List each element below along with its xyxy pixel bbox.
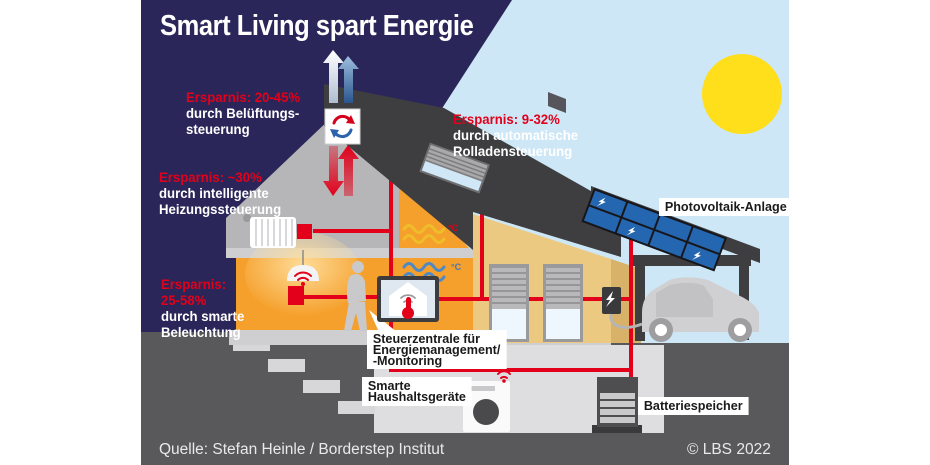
annotation-ventilation: Ersparnis: 20-45% durch Belüftungs- steu… — [186, 89, 301, 137]
thermostat-knob — [243, 214, 251, 222]
radiator — [243, 214, 296, 248]
warm-temp-unit: °C — [448, 223, 459, 233]
infographic-poster: Smart Living spart Energie Ersparnis: 20… — [141, 0, 789, 465]
annotation-lighting: Ersparnis: 25-58% durch smarte Beleuchtu… — [161, 276, 245, 340]
person-silhouette — [344, 261, 367, 331]
hand-cursor-icon — [402, 297, 414, 319]
lightning-bolt-icon — [606, 291, 615, 307]
ventilation-unit — [324, 108, 361, 145]
electric-car — [642, 277, 759, 342]
label-battery-storage: Batteriespeicher — [638, 397, 749, 415]
sun — [702, 54, 782, 134]
lightning-bolt-icon — [596, 197, 702, 260]
annotation-heating: Ersparnis: ~30% durch intelligente Heizu… — [159, 169, 282, 217]
skylight-roller-shutter — [419, 142, 491, 194]
label-photovoltaics: Photovoltaik-Anlage — [659, 198, 789, 216]
air-flow-arrows — [323, 50, 359, 196]
wifi-icon — [294, 271, 312, 281]
annotation-ventilation-value: Ersparnis: 20-45% — [186, 89, 301, 105]
wifi-icon — [497, 370, 511, 379]
source-credit: Quelle: Stefan Heinle / Borderstep Insti… — [159, 441, 445, 458]
window-right — [543, 264, 583, 342]
roof — [324, 84, 621, 257]
temperature-waves-warm — [402, 224, 446, 244]
copyright: © LBS 2022 — [687, 441, 771, 458]
smart-ceiling-lamp — [287, 250, 319, 286]
circulation-arrows-icon — [330, 114, 355, 139]
page-title: Smart Living spart Energie — [160, 10, 474, 42]
solar-panel-array — [581, 188, 728, 272]
control-tablet — [369, 276, 439, 332]
chimney — [548, 92, 566, 113]
battery-storage-unit — [592, 377, 642, 433]
house-illustration — [141, 0, 789, 465]
annotation-shutters: Ersparnis: 9-32% durch automatische Roll… — [453, 111, 579, 159]
ev-charger-wallbox — [602, 287, 643, 329]
annotation-shutters-value: Ersparnis: 9-32% — [453, 111, 560, 127]
charging-cable — [609, 313, 643, 329]
label-smart-appliances: Smarte Haushaltsgeräte — [362, 377, 472, 406]
cool-temp-unit: °C — [451, 262, 462, 272]
annotation-lighting-value: Ersparnis: — [161, 276, 227, 292]
annotation-heating-value: Ersparnis: ~30% — [159, 169, 262, 185]
window-left — [489, 264, 529, 342]
washing-machine — [463, 370, 511, 432]
label-control-center: Steuerzentrale für Energiemanagement/ -M… — [367, 330, 507, 370]
